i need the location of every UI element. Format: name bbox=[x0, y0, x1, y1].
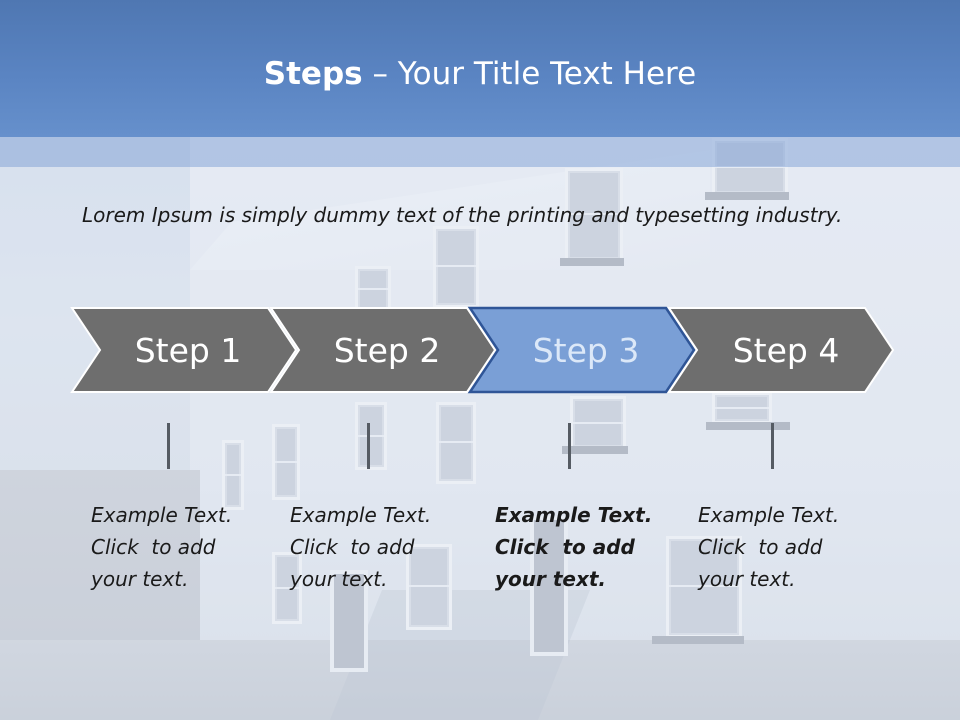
chevron-step-4[interactable]: Step 4 bbox=[667, 307, 895, 393]
chevron-shape bbox=[70, 307, 298, 393]
chevron-label: Step 1 bbox=[135, 331, 242, 370]
window-sill bbox=[706, 422, 790, 430]
window bbox=[436, 402, 476, 484]
step-text-line: your text. bbox=[91, 567, 189, 591]
step-text-line: Click to add bbox=[91, 535, 216, 559]
step-text-line: Example Text. bbox=[290, 503, 432, 527]
window bbox=[355, 402, 387, 470]
window bbox=[406, 544, 452, 630]
connector-line bbox=[367, 423, 370, 469]
step-text-line: your text. bbox=[698, 567, 796, 591]
window bbox=[712, 392, 772, 424]
window bbox=[272, 424, 300, 500]
connector-line bbox=[568, 423, 571, 469]
window-sill bbox=[652, 636, 744, 644]
door bbox=[330, 570, 368, 672]
intro-text[interactable]: Lorem Ipsum is simply dummy text of the … bbox=[82, 203, 843, 227]
chevron-step-1[interactable]: Step 1 bbox=[70, 307, 298, 393]
step-text-line: Example Text. bbox=[698, 503, 840, 527]
step-text-line: Click to add bbox=[698, 535, 823, 559]
step-text-line: Example Text. bbox=[91, 503, 233, 527]
window-sill bbox=[562, 446, 628, 454]
title-bar bbox=[0, 0, 960, 137]
chevron-label: Step 2 bbox=[334, 331, 441, 370]
chevron-shape bbox=[467, 306, 696, 394]
window-sill bbox=[705, 192, 789, 200]
chevron-label: Step 3 bbox=[533, 331, 640, 370]
window bbox=[222, 440, 244, 510]
connector-line bbox=[167, 423, 170, 469]
step-text-line: Click to add bbox=[495, 535, 635, 559]
step-text-line: Click to add bbox=[290, 535, 415, 559]
window bbox=[272, 552, 302, 624]
step-4-text[interactable]: Example Text. Click to add your text. bbox=[698, 499, 878, 595]
chevron-step-3[interactable]: Step 3 bbox=[467, 306, 696, 394]
title-band bbox=[0, 137, 960, 167]
chevron-shape bbox=[269, 307, 497, 393]
door bbox=[530, 516, 568, 656]
window bbox=[433, 226, 479, 308]
step-text-line: your text. bbox=[290, 567, 388, 591]
step-text-line: Example Text. bbox=[495, 503, 653, 527]
slide-title[interactable]: Steps – Your Title Text Here bbox=[0, 52, 960, 96]
title-bold-part: Steps bbox=[263, 56, 363, 92]
step-2-text[interactable]: Example Text. Click to add your text. bbox=[290, 499, 470, 595]
chevron-label: Step 4 bbox=[733, 331, 840, 370]
chevron-shape bbox=[667, 307, 895, 393]
window-sill bbox=[560, 258, 624, 266]
cobbled-street bbox=[0, 640, 960, 720]
step-1-text[interactable]: Example Text. Click to add your text. bbox=[91, 499, 271, 595]
step-3-text[interactable]: Example Text. Click to add your text. bbox=[495, 499, 675, 595]
chevron-step-2[interactable]: Step 2 bbox=[269, 307, 497, 393]
step-text-line: your text. bbox=[495, 567, 607, 591]
connector-line bbox=[771, 423, 774, 469]
title-rest: – Your Title Text Here bbox=[362, 56, 697, 92]
